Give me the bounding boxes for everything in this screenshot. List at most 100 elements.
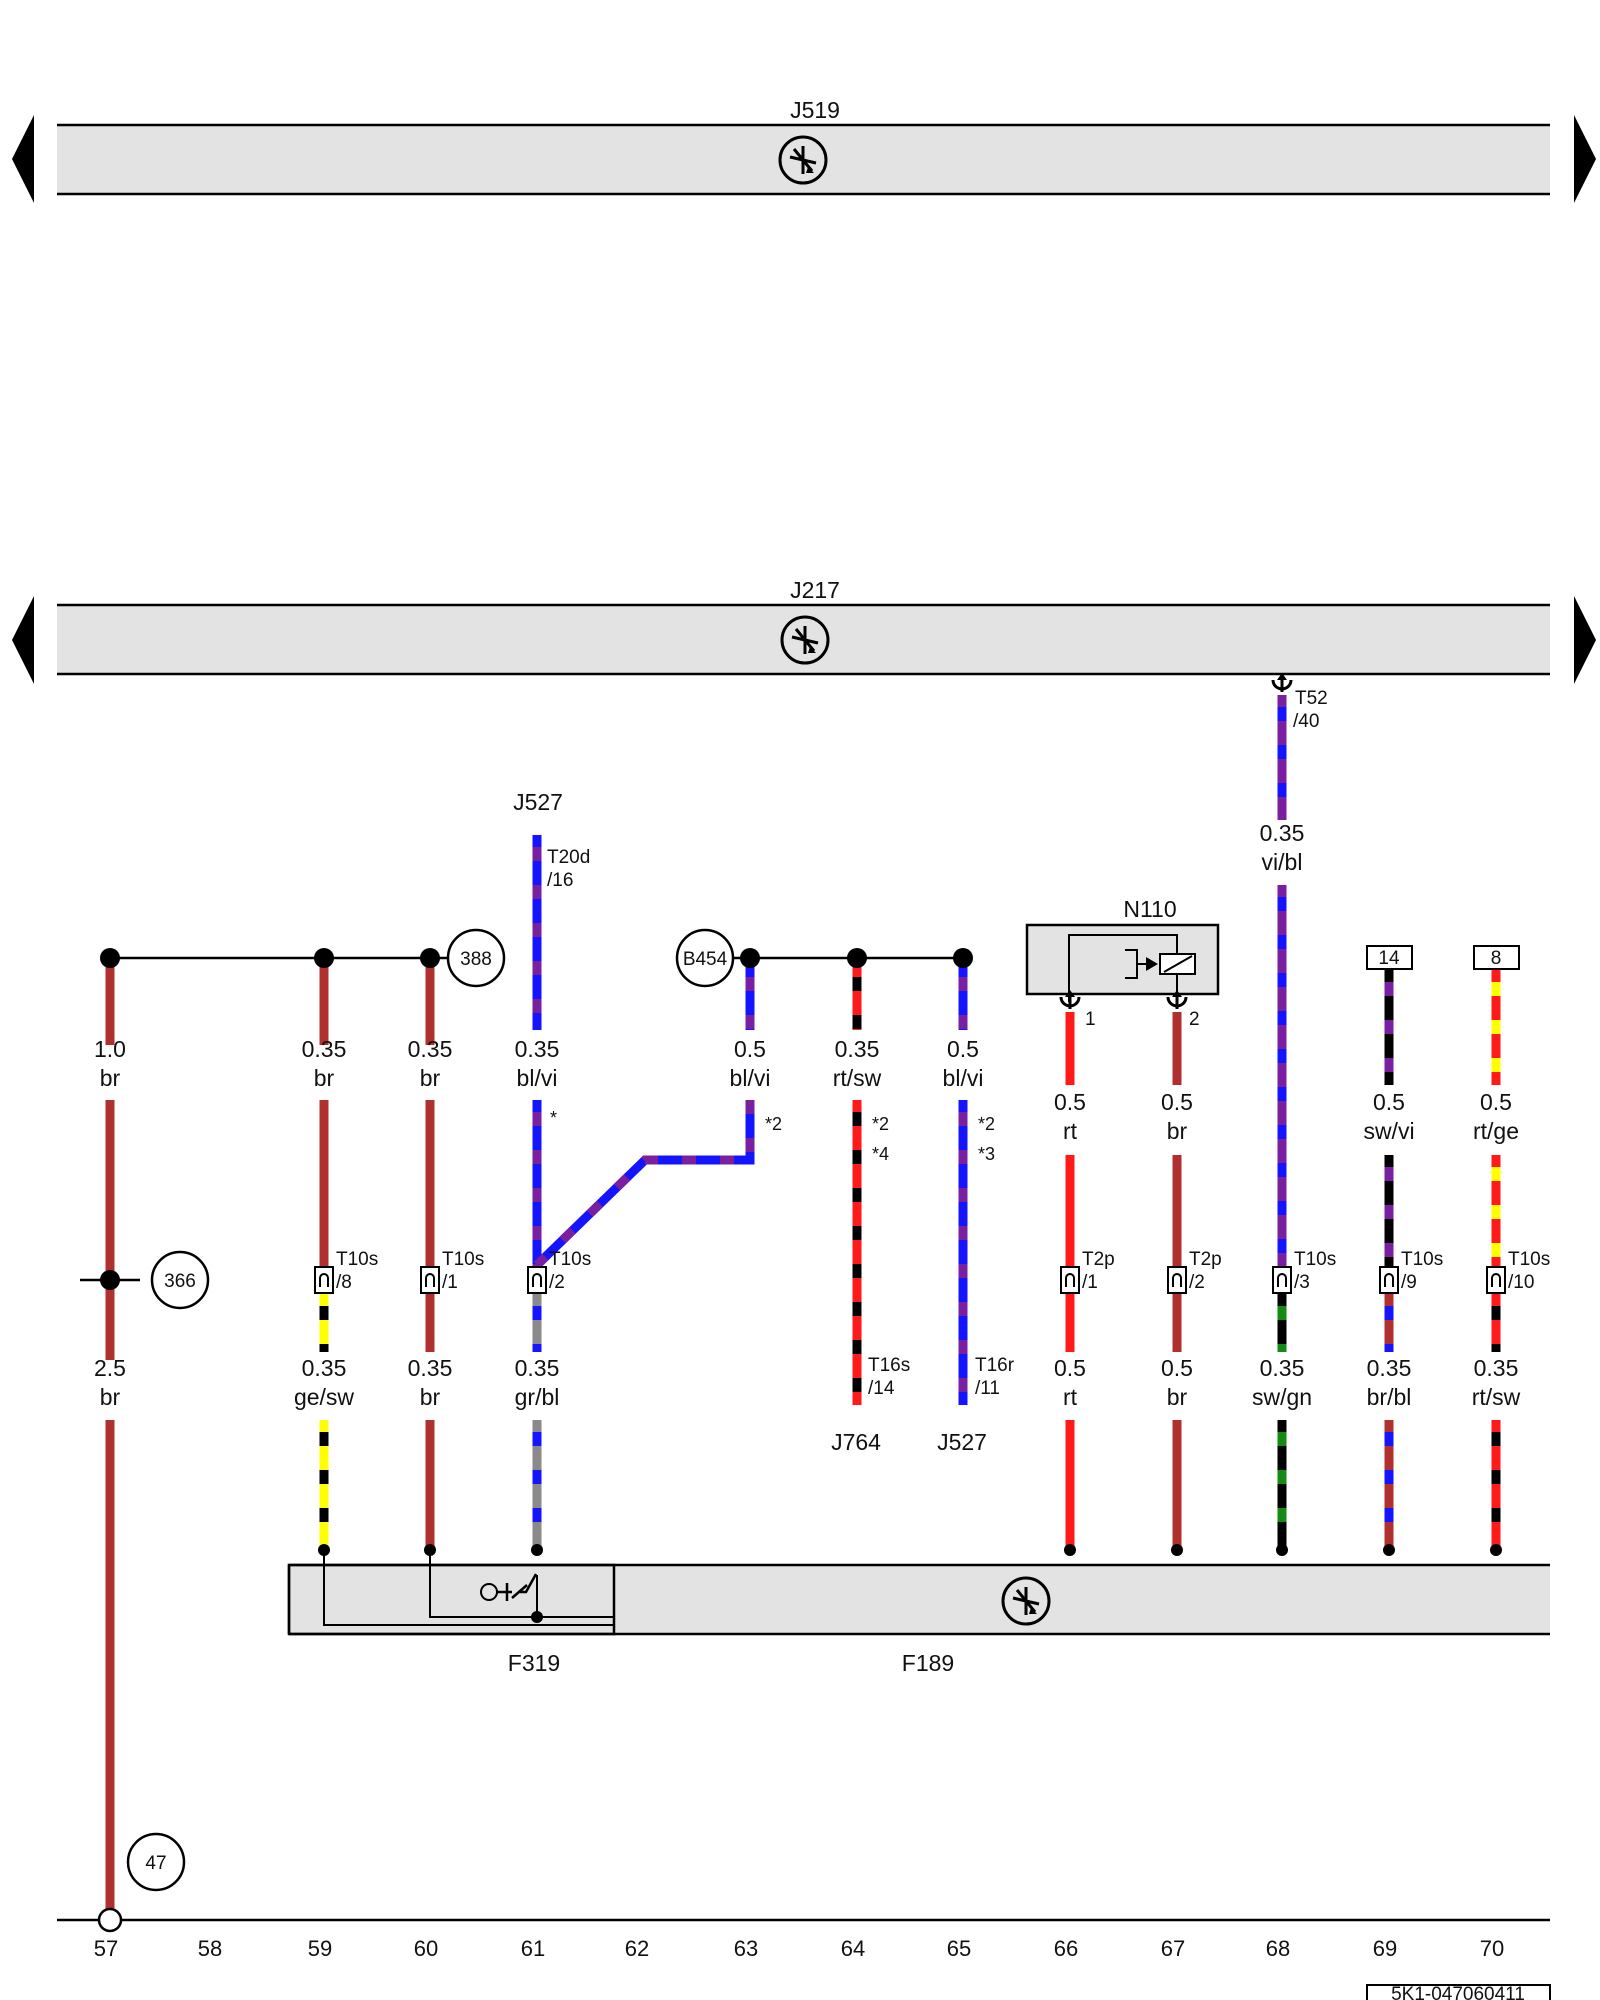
junction-b454: B454 bbox=[675, 928, 973, 988]
wire-color-code: bl/vi bbox=[730, 1065, 771, 1091]
wire-size: 0.35 bbox=[302, 1036, 347, 1062]
wire-size: 0.35 bbox=[1474, 1355, 1519, 1381]
wire-size: 0.5 bbox=[1373, 1089, 1405, 1115]
connector-pin: /1 bbox=[442, 1272, 458, 1293]
connector-pin: /1 bbox=[1082, 1272, 1098, 1293]
label-layer: J527 J764 J527 1.0br2.5br0.35br0.35ge/sw… bbox=[94, 673, 1550, 1556]
connector-t16r-id: T16r bbox=[975, 1355, 1015, 1376]
ground-point-47: 47 bbox=[126, 1832, 186, 1892]
connector-id: T10s bbox=[442, 1249, 484, 1270]
j519-label: J519 bbox=[790, 97, 840, 123]
connector-id: T10s bbox=[336, 1249, 378, 1270]
wire-size: 0.35 bbox=[408, 1036, 453, 1062]
wire-size: 0.35 bbox=[1367, 1355, 1412, 1381]
valve-icon bbox=[1125, 949, 1146, 979]
plug-t52-icon bbox=[1271, 673, 1293, 692]
f319-label: F319 bbox=[508, 1650, 560, 1676]
j217-control-unit: J217 bbox=[57, 577, 1550, 676]
wire-color-code: bl/vi bbox=[943, 1065, 984, 1091]
wire-color-code: rt/sw bbox=[1472, 1384, 1521, 1410]
wire-color-code: vi/bl bbox=[1262, 849, 1303, 875]
connector-id: T2p bbox=[1189, 1249, 1222, 1270]
junction-388: 388 bbox=[100, 928, 506, 988]
wire-size: 0.35 bbox=[408, 1355, 453, 1381]
column-number: 63 bbox=[734, 1936, 758, 1961]
connector-t10s-8: T10s/8 bbox=[314, 1249, 378, 1294]
continuation-left-arrow-icon bbox=[12, 115, 34, 203]
wire-color-code: rt/ge bbox=[1473, 1118, 1519, 1144]
connector-t10s-3: T10s/3 bbox=[1272, 1249, 1336, 1294]
column-number: 61 bbox=[521, 1936, 545, 1961]
wire-color-code: br bbox=[100, 1384, 121, 1410]
connector-id: T10s bbox=[1401, 1249, 1443, 1270]
wire-size: 0.35 bbox=[302, 1355, 347, 1381]
wire-color-code: rt bbox=[1063, 1118, 1078, 1144]
ref-b454: B454 bbox=[683, 949, 728, 970]
column-number: 59 bbox=[308, 1936, 332, 1961]
connector-pin: /9 bbox=[1401, 1272, 1417, 1293]
connector-id: T10s bbox=[1294, 1249, 1336, 1270]
n110-pin-1: 1 bbox=[1085, 1009, 1096, 1030]
wire-size: 1.0 bbox=[94, 1036, 126, 1062]
n110-solenoid: N110 1 2 bbox=[1025, 896, 1220, 1030]
j764-label: J764 bbox=[831, 1429, 881, 1455]
wire-color-code: br bbox=[314, 1065, 335, 1091]
footnote-mark: *4 bbox=[872, 1144, 889, 1164]
connector-pin: /10 bbox=[1508, 1272, 1534, 1293]
column-number: 69 bbox=[1373, 1936, 1397, 1961]
connector-pin: /3 bbox=[1294, 1272, 1310, 1293]
n110-label: N110 bbox=[1123, 896, 1176, 922]
connector-pin: /2 bbox=[549, 1272, 565, 1293]
wire-size: 0.35 bbox=[515, 1355, 560, 1381]
wire-size: 0.35 bbox=[1260, 820, 1305, 846]
connector-id: T10s bbox=[1508, 1249, 1550, 1270]
continuation-right-arrow-icon bbox=[1574, 115, 1596, 203]
wire-color-code: sw/vi bbox=[1363, 1118, 1414, 1144]
column-number: 60 bbox=[414, 1936, 438, 1961]
column-number: 57 bbox=[94, 1936, 118, 1961]
connector-t2p-1: T2p/1 bbox=[1060, 1249, 1115, 1294]
connector-t16s-id: T16s bbox=[868, 1355, 910, 1376]
wire-color-code: br bbox=[420, 1384, 441, 1410]
junction-366: 366 bbox=[80, 1250, 210, 1310]
wire-color-code: br bbox=[1167, 1118, 1188, 1144]
wire-size: 0.5 bbox=[1480, 1089, 1512, 1115]
wire-color-code: rt/sw bbox=[833, 1065, 882, 1091]
wire-size: 0.5 bbox=[1161, 1089, 1193, 1115]
ref-47: 47 bbox=[145, 1853, 166, 1874]
f189-label: F189 bbox=[902, 1650, 954, 1676]
connector-t20d-id: T20d bbox=[547, 847, 590, 868]
wire-color-code: gr/bl bbox=[515, 1384, 560, 1410]
footnote-mark: *2 bbox=[765, 1114, 782, 1134]
connector-pin: /2 bbox=[1189, 1272, 1205, 1293]
footnote-mark: *3 bbox=[978, 1144, 995, 1164]
wire-color-code: br/bl bbox=[1367, 1384, 1412, 1410]
j217-label: J217 bbox=[790, 577, 840, 603]
f319-switch: F319 bbox=[287, 1551, 616, 1676]
wire-color-code: br bbox=[1167, 1384, 1188, 1410]
column-number: 58 bbox=[198, 1936, 222, 1961]
wire-size: 0.35 bbox=[1260, 1355, 1305, 1381]
connector-id: T2p bbox=[1082, 1249, 1115, 1270]
footnote-mark: * bbox=[550, 1108, 557, 1128]
footnote-mark: *2 bbox=[978, 1114, 995, 1134]
column-number: 67 bbox=[1161, 1936, 1185, 1961]
wire-color-code: rt bbox=[1063, 1384, 1078, 1410]
wire-size: 0.35 bbox=[835, 1036, 880, 1062]
ground-line bbox=[57, 1907, 1550, 1933]
wire-color-code: sw/gn bbox=[1252, 1384, 1312, 1410]
column-number: 68 bbox=[1266, 1936, 1290, 1961]
j527-bottom-label: J527 bbox=[937, 1429, 987, 1455]
wire-size: 0.5 bbox=[1054, 1089, 1086, 1115]
wire-size: 0.5 bbox=[734, 1036, 766, 1062]
wire-size: 0.5 bbox=[1054, 1355, 1086, 1381]
wire-size: 0.35 bbox=[515, 1036, 560, 1062]
wire-color-code: ge/sw bbox=[294, 1384, 354, 1410]
column-number: 70 bbox=[1480, 1936, 1504, 1961]
svg-text:5K1-047060411: 5K1-047060411 bbox=[1391, 1984, 1525, 2000]
n110-pin-2: 2 bbox=[1189, 1009, 1200, 1030]
connector-t2p-2: T2p/2 bbox=[1167, 1249, 1222, 1294]
column-number: 64 bbox=[841, 1936, 865, 1961]
